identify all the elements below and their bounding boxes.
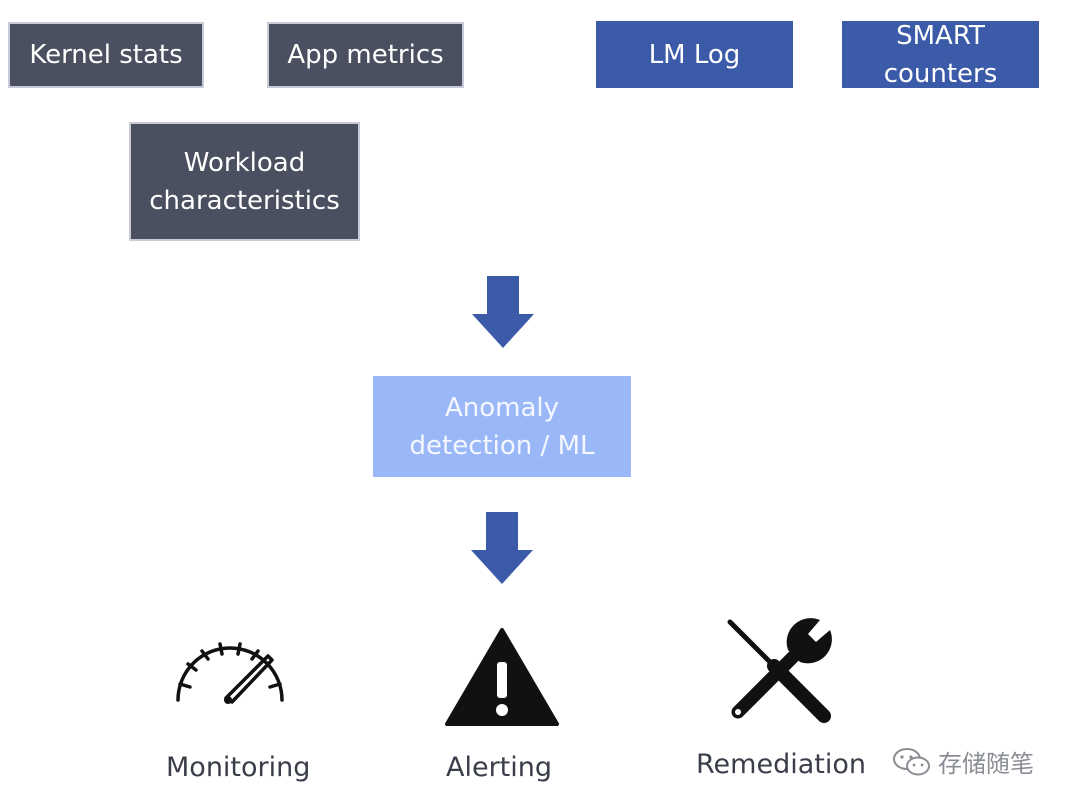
app-metrics-label: App metrics bbox=[287, 40, 444, 70]
monitoring-label: Monitoring bbox=[166, 752, 311, 783]
warning-triangle-icon bbox=[445, 628, 559, 726]
wrench-screwdriver-icon bbox=[727, 618, 832, 723]
app-metrics-box: App metrics bbox=[267, 22, 464, 88]
workload-characteristics-label: Workload characteristics bbox=[149, 147, 340, 216]
watermark: 存储随笔 bbox=[892, 744, 1034, 779]
smart-counters-label: SMART counters bbox=[883, 20, 998, 89]
remediation-label: Remediation bbox=[696, 749, 866, 780]
down-arrow-icon bbox=[471, 512, 533, 584]
workload-characteristics-box: Workload characteristics bbox=[129, 122, 360, 241]
lm-log-label: LM Log bbox=[648, 39, 741, 70]
alerting-label: Alerting bbox=[446, 752, 553, 783]
smart-counters-box: SMART counters bbox=[842, 21, 1039, 89]
anomaly-detection-label: Anomaly detection / ML bbox=[409, 392, 595, 461]
kernel-stats-box: Kernel stats bbox=[8, 22, 204, 88]
wechat-icon bbox=[893, 747, 930, 775]
down-arrow-icon bbox=[472, 276, 534, 348]
anomaly-detection-box: Anomaly detection / ML bbox=[373, 376, 631, 477]
watermark-text: 存储随笔 bbox=[938, 750, 1034, 778]
lm-log-box: LM Log bbox=[596, 21, 793, 88]
kernel-stats-label: Kernel stats bbox=[29, 40, 183, 70]
speedometer-icon bbox=[176, 642, 284, 704]
